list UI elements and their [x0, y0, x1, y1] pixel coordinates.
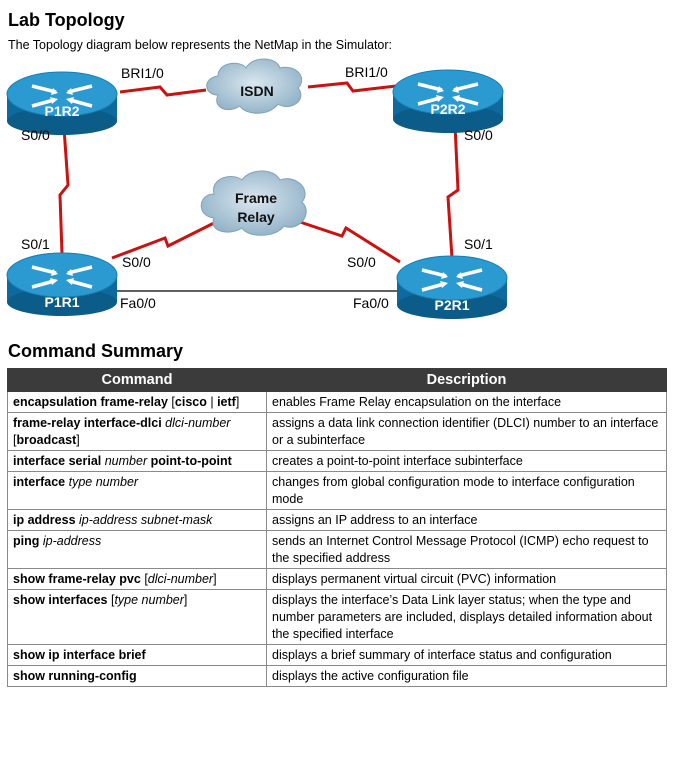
command-cell: interface type number [7, 471, 267, 510]
p2r1-fa00-label: Fa0/0 [353, 295, 389, 311]
p2r1-label: P2R1 [434, 297, 469, 313]
table-row: encapsulation frame-relay [cisco | ietf]… [7, 391, 667, 413]
command-cell: show ip interface brief [7, 644, 267, 666]
description-cell: displays permanent virtual circuit (PVC)… [266, 568, 667, 590]
command-text: type number [114, 593, 184, 607]
frame-relay-cloud: Frame Relay [200, 170, 307, 236]
p1r2-isdn-link [119, 85, 207, 97]
p2r2-bri-label: BRI1/0 [345, 64, 388, 80]
table-row: show ip interface brief displays a brief … [7, 644, 667, 666]
p1r2-p1r1-serial-link [58, 127, 70, 255]
command-text: type number [68, 475, 139, 489]
command-text: ] [235, 395, 240, 409]
description-cell: assigns a data link connection identifie… [266, 412, 667, 451]
frame-relay-label-1: Frame [235, 190, 277, 206]
table-header-row: Command Description [7, 368, 667, 392]
command-text: ] [76, 433, 80, 447]
p1r2-label: P1R2 [44, 103, 79, 119]
router-p2r1[interactable]: P2R1 [396, 255, 508, 319]
table-row: show interfaces [type number]displays th… [7, 589, 667, 645]
command-text: frame-relay interface-dlci [13, 416, 166, 430]
p2r1-s01-label: S0/1 [464, 236, 493, 252]
command-text: ] [213, 572, 217, 586]
command-cell: frame-relay interface-dlci dlci-number [… [7, 412, 267, 451]
command-text: show interfaces [13, 593, 111, 607]
lab-topology-heading: Lab Topology [8, 10, 125, 30]
router-p1r1[interactable]: P1R1 [6, 252, 118, 316]
topology-subtitle: The Topology diagram below represents th… [8, 38, 393, 52]
command-text: ip-address subnet-mask [79, 513, 213, 527]
description-cell: displays the active configuration file [266, 665, 667, 687]
command-cell: show interfaces [type number] [7, 589, 267, 645]
p2r2-s00-label: S0/0 [464, 127, 493, 143]
p1r1-s00-label: S0/0 [122, 254, 151, 270]
command-text: cisco [174, 395, 207, 409]
command-text: dlci-number [165, 416, 231, 430]
isdn-cloud: ISDN [206, 58, 303, 114]
table-row: show frame-relay pvc [dlci-number]displa… [7, 568, 667, 590]
p1r2-s00-label: S0/0 [21, 127, 50, 143]
p2r2-p2r1-serial-link [446, 124, 460, 259]
p1r2-bri-label: BRI1/0 [121, 65, 164, 81]
command-text: ip-address [42, 534, 102, 548]
command-text: encapsulation frame-relay [13, 395, 172, 409]
router-p1r2[interactable]: P1R2 [6, 71, 118, 135]
command-text: | [206, 395, 218, 409]
command-text: interface [13, 475, 69, 489]
command-cell: ping ip-address [7, 530, 267, 569]
command-text: [ [144, 572, 148, 586]
command-cell: interface serial number point-to-point [7, 450, 267, 472]
command-text: interface serial [13, 454, 105, 468]
isdn-label: ISDN [240, 83, 273, 99]
p1r1-label: P1R1 [44, 294, 79, 310]
description-cell: enables Frame Relay encapsulation on the… [266, 391, 667, 413]
command-summary-table: Command Description encapsulation frame-… [7, 368, 667, 687]
command-cell: ip address ip-address subnet-mask [7, 509, 267, 531]
p2r2-label: P2R2 [430, 101, 465, 117]
command-text: [ [171, 395, 175, 409]
description-cell: sends an Internet Control Message Protoc… [266, 530, 667, 569]
topology-diagram: ISDN Frame Relay P1R2 P2R2 P1R1 P2R1 [6, 58, 508, 319]
command-column-header: Command [7, 368, 267, 392]
description-column-header: Description [266, 368, 667, 392]
command-cell: show running-config [7, 665, 267, 687]
table-row: frame-relay interface-dlci dlci-number [… [7, 412, 667, 451]
p1r1-framerelay-link [111, 220, 217, 260]
isdn-p2r2-link [307, 81, 397, 93]
command-cell: show frame-relay pvc [dlci-number] [7, 568, 267, 590]
command-text: show running-config [13, 669, 137, 683]
command-text: [ [13, 433, 17, 447]
table-row: show running-config displays the active c… [7, 665, 667, 687]
command-text: number [104, 454, 148, 468]
description-cell: assigns an IP address to an interface [266, 509, 667, 531]
p1r1-fa00-label: Fa0/0 [120, 295, 156, 311]
description-cell: creates a point-to-point interface subin… [266, 450, 667, 472]
command-text: ] [183, 593, 188, 607]
description-cell: displays a brief summary of interface st… [266, 644, 667, 666]
command-text: show ip interface brief [13, 648, 146, 662]
p2r1-s00-label: S0/0 [347, 254, 376, 270]
command-text: ietf [217, 395, 236, 409]
command-summary-heading: Command Summary [8, 341, 184, 361]
command-cell: encapsulation frame-relay [cisco | ietf] [7, 391, 267, 413]
description-cell: displays the interface’s Data Link layer… [266, 589, 667, 645]
description-cell: changes from global configuration mode t… [266, 471, 667, 510]
command-text: dlci-number [147, 572, 214, 586]
command-text: [ [110, 593, 115, 607]
router-p2r2[interactable]: P2R2 [392, 69, 504, 133]
p1r1-s01-label: S0/1 [21, 236, 50, 252]
frame-relay-label-2: Relay [237, 209, 275, 225]
command-text: show frame-relay pvc [13, 572, 145, 586]
command-text: broadcast [16, 433, 77, 447]
command-text: point-to-point [147, 454, 232, 468]
command-text: ping [13, 534, 43, 548]
command-text: ip address [13, 513, 79, 527]
framerelay-p2r1-link [299, 220, 401, 264]
